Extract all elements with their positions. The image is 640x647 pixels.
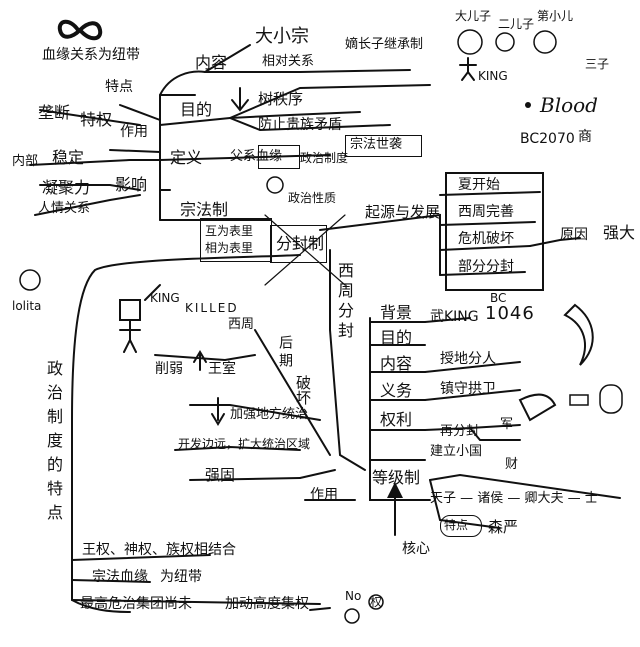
def-text-label: 父系血缘 xyxy=(230,149,283,164)
human-label: 人情关系 xyxy=(38,201,91,216)
left-function-label: 作用 xyxy=(120,124,148,140)
second-label: 二儿子 xyxy=(498,17,535,31)
xia-begin-label: 夏开始 xyxy=(458,177,500,193)
king-year-label: 武KING xyxy=(430,309,479,325)
destroy-label: 破坏 xyxy=(294,375,312,405)
clan-system-label: 宗法制 xyxy=(180,200,229,219)
center-fief-box xyxy=(270,225,327,263)
big-small-clan-label: 大小宗 xyxy=(255,26,309,47)
western-zhou-label: 西周完善 xyxy=(458,204,514,220)
spine-lower-right xyxy=(369,317,431,501)
lr-content-label: 内容 xyxy=(380,354,413,373)
def-box xyxy=(345,135,422,157)
consolidate-label: 强固 xyxy=(205,466,236,484)
definition-label: 定义 xyxy=(170,148,203,167)
moon-shape xyxy=(563,303,594,366)
stable-label: 稳定 xyxy=(52,148,85,167)
box-tm-label: 互为表里 xyxy=(205,224,254,238)
lr-bc-label: BC xyxy=(490,291,507,305)
def-text2-label: 政治制度 xyxy=(300,151,349,165)
ranks-label: 天子 — 诸侯 — 卿大夫 — 士 xyxy=(430,491,598,506)
third-label: 第小儿 xyxy=(537,9,574,23)
privilege-label: 特权 xyxy=(80,110,113,129)
def-highlight-box xyxy=(258,145,300,169)
army-label: 军 xyxy=(500,417,514,432)
bc-label: BC2070 xyxy=(520,131,575,147)
no-label: No xyxy=(345,589,362,603)
bottom-item-2: 宗法血缘 xyxy=(92,569,148,585)
strong-label: 强大 xyxy=(603,223,636,242)
develop-label: 开发边远，扩大统治区域 xyxy=(178,437,311,451)
clan-system-box xyxy=(200,218,272,262)
rights-label: 权利 xyxy=(380,410,413,429)
shang-label: 商 xyxy=(578,129,592,145)
strengthen-label: 加强地方统治 xyxy=(230,407,309,422)
internal-label: 内部 xyxy=(12,154,39,169)
origin-dev-label: 起源与发展 xyxy=(365,203,441,221)
re-fief-label: 再分封 xyxy=(440,424,480,439)
top-feature-label: 特点 xyxy=(105,79,133,95)
spine-left-loop xyxy=(71,254,301,613)
monopoly-label: 垄断 xyxy=(38,103,71,122)
obligation-label: 义务 xyxy=(380,381,413,400)
killed-label: KILLED xyxy=(185,301,239,315)
later-label: 后期 xyxy=(277,335,293,371)
quan-label: 权 xyxy=(370,595,383,609)
relative-label: 相对关系 xyxy=(262,54,315,69)
order-label: 树秩序 xyxy=(258,90,304,108)
origin-box xyxy=(445,172,544,291)
blood-label: Blood xyxy=(540,93,598,117)
lr-purpose-label: 目的 xyxy=(380,328,413,347)
building-label: 建立小国 xyxy=(430,444,483,459)
spine-top xyxy=(159,70,206,221)
def-box-label: 宗法世袭 xyxy=(350,137,403,152)
lr-feature-label: 特点 xyxy=(444,518,469,532)
land-people-label: 授地分人 xyxy=(440,351,496,367)
lolita-label: lolita xyxy=(12,299,42,313)
strict-label: 森严 xyxy=(488,518,519,536)
influence-label: 影响 xyxy=(115,175,148,194)
crisis-label: 危机破坏 xyxy=(458,231,514,247)
fortune-label: 财 xyxy=(505,457,519,472)
background-label: 背景 xyxy=(380,303,413,322)
king-top-label: KING xyxy=(478,69,508,83)
lineage-label: 血缘关系为纽带 xyxy=(42,47,140,63)
king-left-label: KING xyxy=(150,291,180,305)
center-label: 分封制 xyxy=(276,234,325,253)
clan-small-label: 政治性质 xyxy=(288,191,337,205)
prevent-label: 防止贵族矛盾 xyxy=(258,117,342,133)
purpose-label: 目的 xyxy=(180,100,213,119)
year-label: 1046 xyxy=(485,303,535,324)
content-label: 内容 xyxy=(195,53,228,72)
lb-function-label: 作用 xyxy=(310,487,338,503)
hierarchy-label: 等级制 xyxy=(372,468,421,487)
wz2-label: 西周 xyxy=(228,317,255,332)
bottom-item-3: 为纽带 xyxy=(160,569,202,585)
reason-label: 原因 xyxy=(560,227,588,243)
cohesion-label: 凝聚力 xyxy=(42,178,91,197)
infinity-symbol xyxy=(57,19,103,41)
eldest-label: 大儿子 xyxy=(455,9,492,23)
tribute-label: 镇守拱卫 xyxy=(440,381,496,397)
bottom-item-4: 最高危治集团尚未 xyxy=(80,596,192,612)
bottom-item-5: 加动高度集权 xyxy=(225,596,309,612)
eldest-inherit-label: 嫡长子继承制 xyxy=(345,37,424,52)
core-label: 核心 xyxy=(402,541,430,557)
third-son-label: 三子 xyxy=(585,57,610,71)
weaken-label: 削弱 xyxy=(155,361,183,377)
royal-label: 王室 xyxy=(208,361,236,377)
western-zhou-vertical: 西周分封 xyxy=(335,262,354,342)
title-vertical: 政治制度的特点 xyxy=(44,360,63,528)
feature-box xyxy=(440,515,482,537)
partial-label: 部分分封 xyxy=(458,259,514,275)
box-bl-label: 相为表里 xyxy=(205,241,254,255)
bottom-item-1: 王权、神权、族权相结合 xyxy=(82,542,236,558)
spine-right xyxy=(319,213,441,276)
